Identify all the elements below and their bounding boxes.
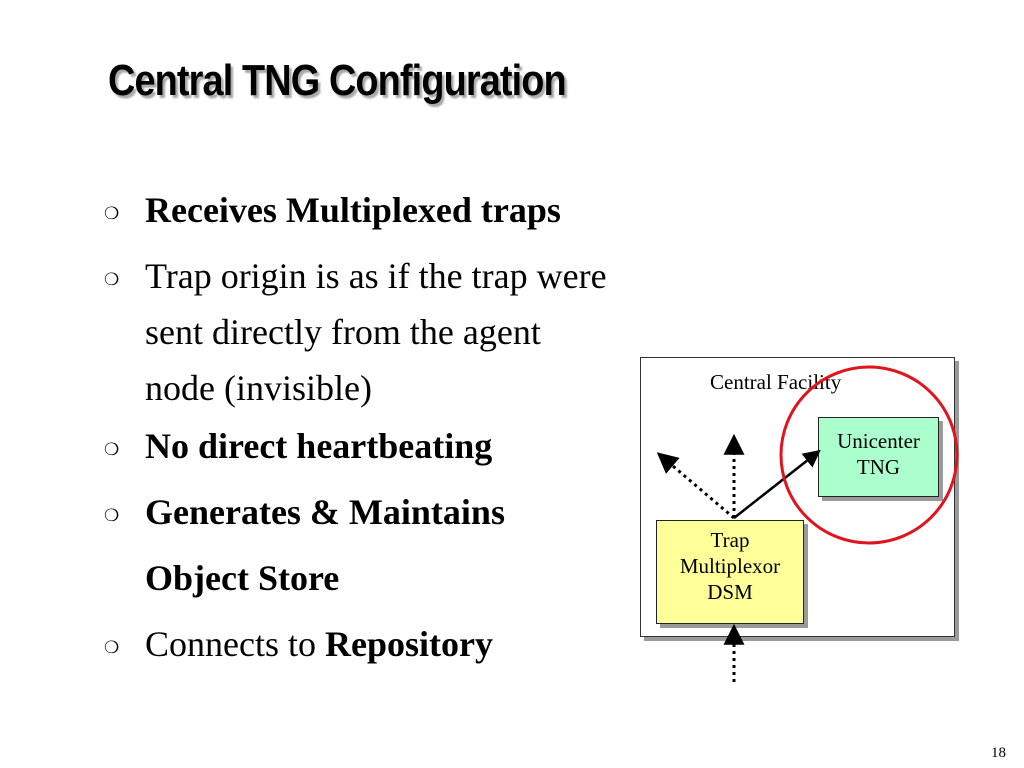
bullet-marker-icon: ❍ (104, 506, 120, 525)
bullet-text: Trap origin is as if the trap were (145, 256, 607, 296)
mux-box-line-3: DSM (707, 580, 753, 604)
bullet-line: No direct heartbeating (145, 426, 492, 466)
trap-multiplexor-box: Trap Multiplexor DSM (656, 520, 804, 624)
bullet-marker-icon: ❍ (104, 440, 120, 459)
unicenter-tng-box: Unicenter TNG (818, 417, 939, 497)
bullet-line: Connects to Repository (145, 624, 493, 664)
bullet-line: Generates & Maintains (145, 492, 505, 532)
bullet-line: sent directly from the agent (145, 312, 541, 352)
bullet-line: Receives Multiplexed traps (145, 190, 561, 230)
tng-box-line-1: Unicenter (837, 429, 920, 453)
bullet-text: Connects to (145, 624, 325, 664)
bullet-line: Trap origin is as if the trap were (145, 256, 607, 296)
bullet-marker-icon: ❍ (104, 638, 120, 657)
bullet-text: No direct heartbeating (145, 426, 493, 466)
bullet-line: node (invisible) (145, 368, 372, 408)
highlight-circle (779, 365, 959, 545)
bullet-marker-icon: ❍ (104, 270, 120, 289)
bullet-marker-icon: ❍ (104, 204, 120, 223)
slide-title: Central TNG Configuration (108, 56, 567, 105)
bullet-text: sent directly from the agent (145, 312, 541, 352)
bullet-text: Repository (324, 624, 493, 664)
bullet-text: Receives Multiplexed traps (145, 190, 561, 230)
bullet-line: Object Store (145, 558, 339, 598)
page-number: 18 (991, 745, 1006, 761)
mux-box-line-2: Multiplexor (679, 554, 781, 578)
mux-to-tng-arrow (733, 449, 821, 519)
tng-box-line-2: TNG (856, 455, 901, 479)
bullet-text: node (invisible) (145, 368, 372, 408)
mux-box-line-1: Trap (710, 528, 750, 552)
diagonal-dotted-arrow (656, 452, 735, 520)
bullet-text: Object Store (145, 558, 340, 598)
bullet-text: Generates & Maintains (145, 492, 505, 532)
